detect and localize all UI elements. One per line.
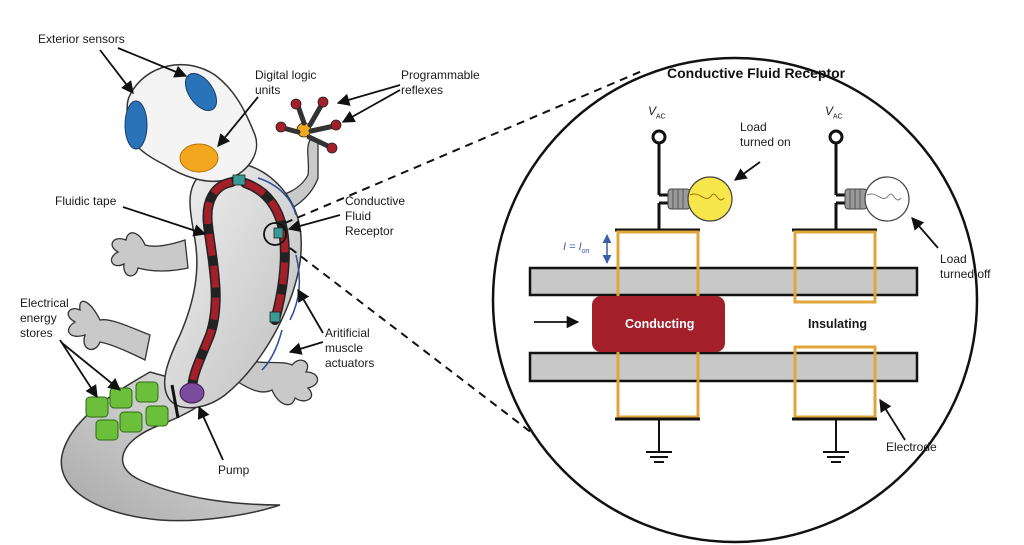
label-insulating: Insulating bbox=[808, 317, 868, 331]
label-conducting: Conducting bbox=[625, 317, 695, 331]
ground-left-icon bbox=[646, 419, 672, 463]
label-load-off: Load turned off bbox=[940, 252, 991, 281]
electrical-energy-stores bbox=[85, 381, 180, 441]
gecko-leg-back-right bbox=[234, 359, 319, 406]
ground-right-icon bbox=[823, 419, 849, 463]
bulb-on-icon bbox=[667, 176, 733, 222]
exterior-sensor-2 bbox=[184, 72, 218, 112]
label-exterior-sensors: Exterior sensors bbox=[38, 32, 125, 46]
gecko-body-group bbox=[60, 63, 319, 522]
programmable-reflexes-icon bbox=[275, 96, 342, 154]
vac-terminal-right bbox=[828, 129, 847, 230]
pump bbox=[179, 382, 205, 404]
gecko-torso bbox=[163, 161, 302, 409]
label-electrode: Electrode bbox=[886, 440, 937, 454]
receptor-zoom-circle bbox=[491, 56, 979, 544]
current-label: I = Ion bbox=[563, 241, 590, 256]
label-programmable-reflexes: Programmable reflexes bbox=[401, 68, 480, 97]
digital-logic-unit bbox=[179, 143, 219, 173]
label-fluidic-tape: Fluidic tape bbox=[55, 194, 117, 208]
label-electrical-energy-stores: Electrical energy stores bbox=[20, 296, 69, 340]
vac-label-left: VAC bbox=[648, 104, 666, 121]
label-conductive-fluid-receptor: Conductive Fluid Receptor bbox=[345, 194, 406, 238]
label-digital-logic-units: Digital logic units bbox=[255, 68, 317, 97]
receptor-highlight-circle bbox=[263, 222, 287, 246]
gecko-leg-front-left bbox=[110, 232, 189, 277]
vac-label-right: VAC bbox=[825, 104, 843, 121]
receptor-label-arrows bbox=[733, 161, 939, 441]
zoom-lines bbox=[284, 70, 643, 473]
receptor-title: Conductive Fluid Receptor bbox=[667, 65, 846, 81]
label-muscle-actuators: Aritificial muscle actuators bbox=[325, 326, 375, 370]
label-load-on: Load turned on bbox=[740, 120, 791, 149]
vac-terminal-left bbox=[651, 129, 670, 230]
bulb-off-icon bbox=[844, 176, 910, 222]
gecko-leg-back-left bbox=[67, 300, 151, 361]
label-pump: Pump bbox=[218, 463, 250, 477]
conducting-fluid-block bbox=[592, 296, 725, 352]
channel-bottom bbox=[528, 351, 919, 383]
gecko-tail bbox=[60, 371, 281, 522]
gecko-label-arrows bbox=[59, 47, 401, 461]
conductive-fluid-receptor-mark bbox=[273, 227, 284, 239]
channel-top bbox=[528, 266, 919, 297]
exterior-sensor-1 bbox=[124, 100, 148, 150]
electrode-right bbox=[792, 228, 877, 421]
